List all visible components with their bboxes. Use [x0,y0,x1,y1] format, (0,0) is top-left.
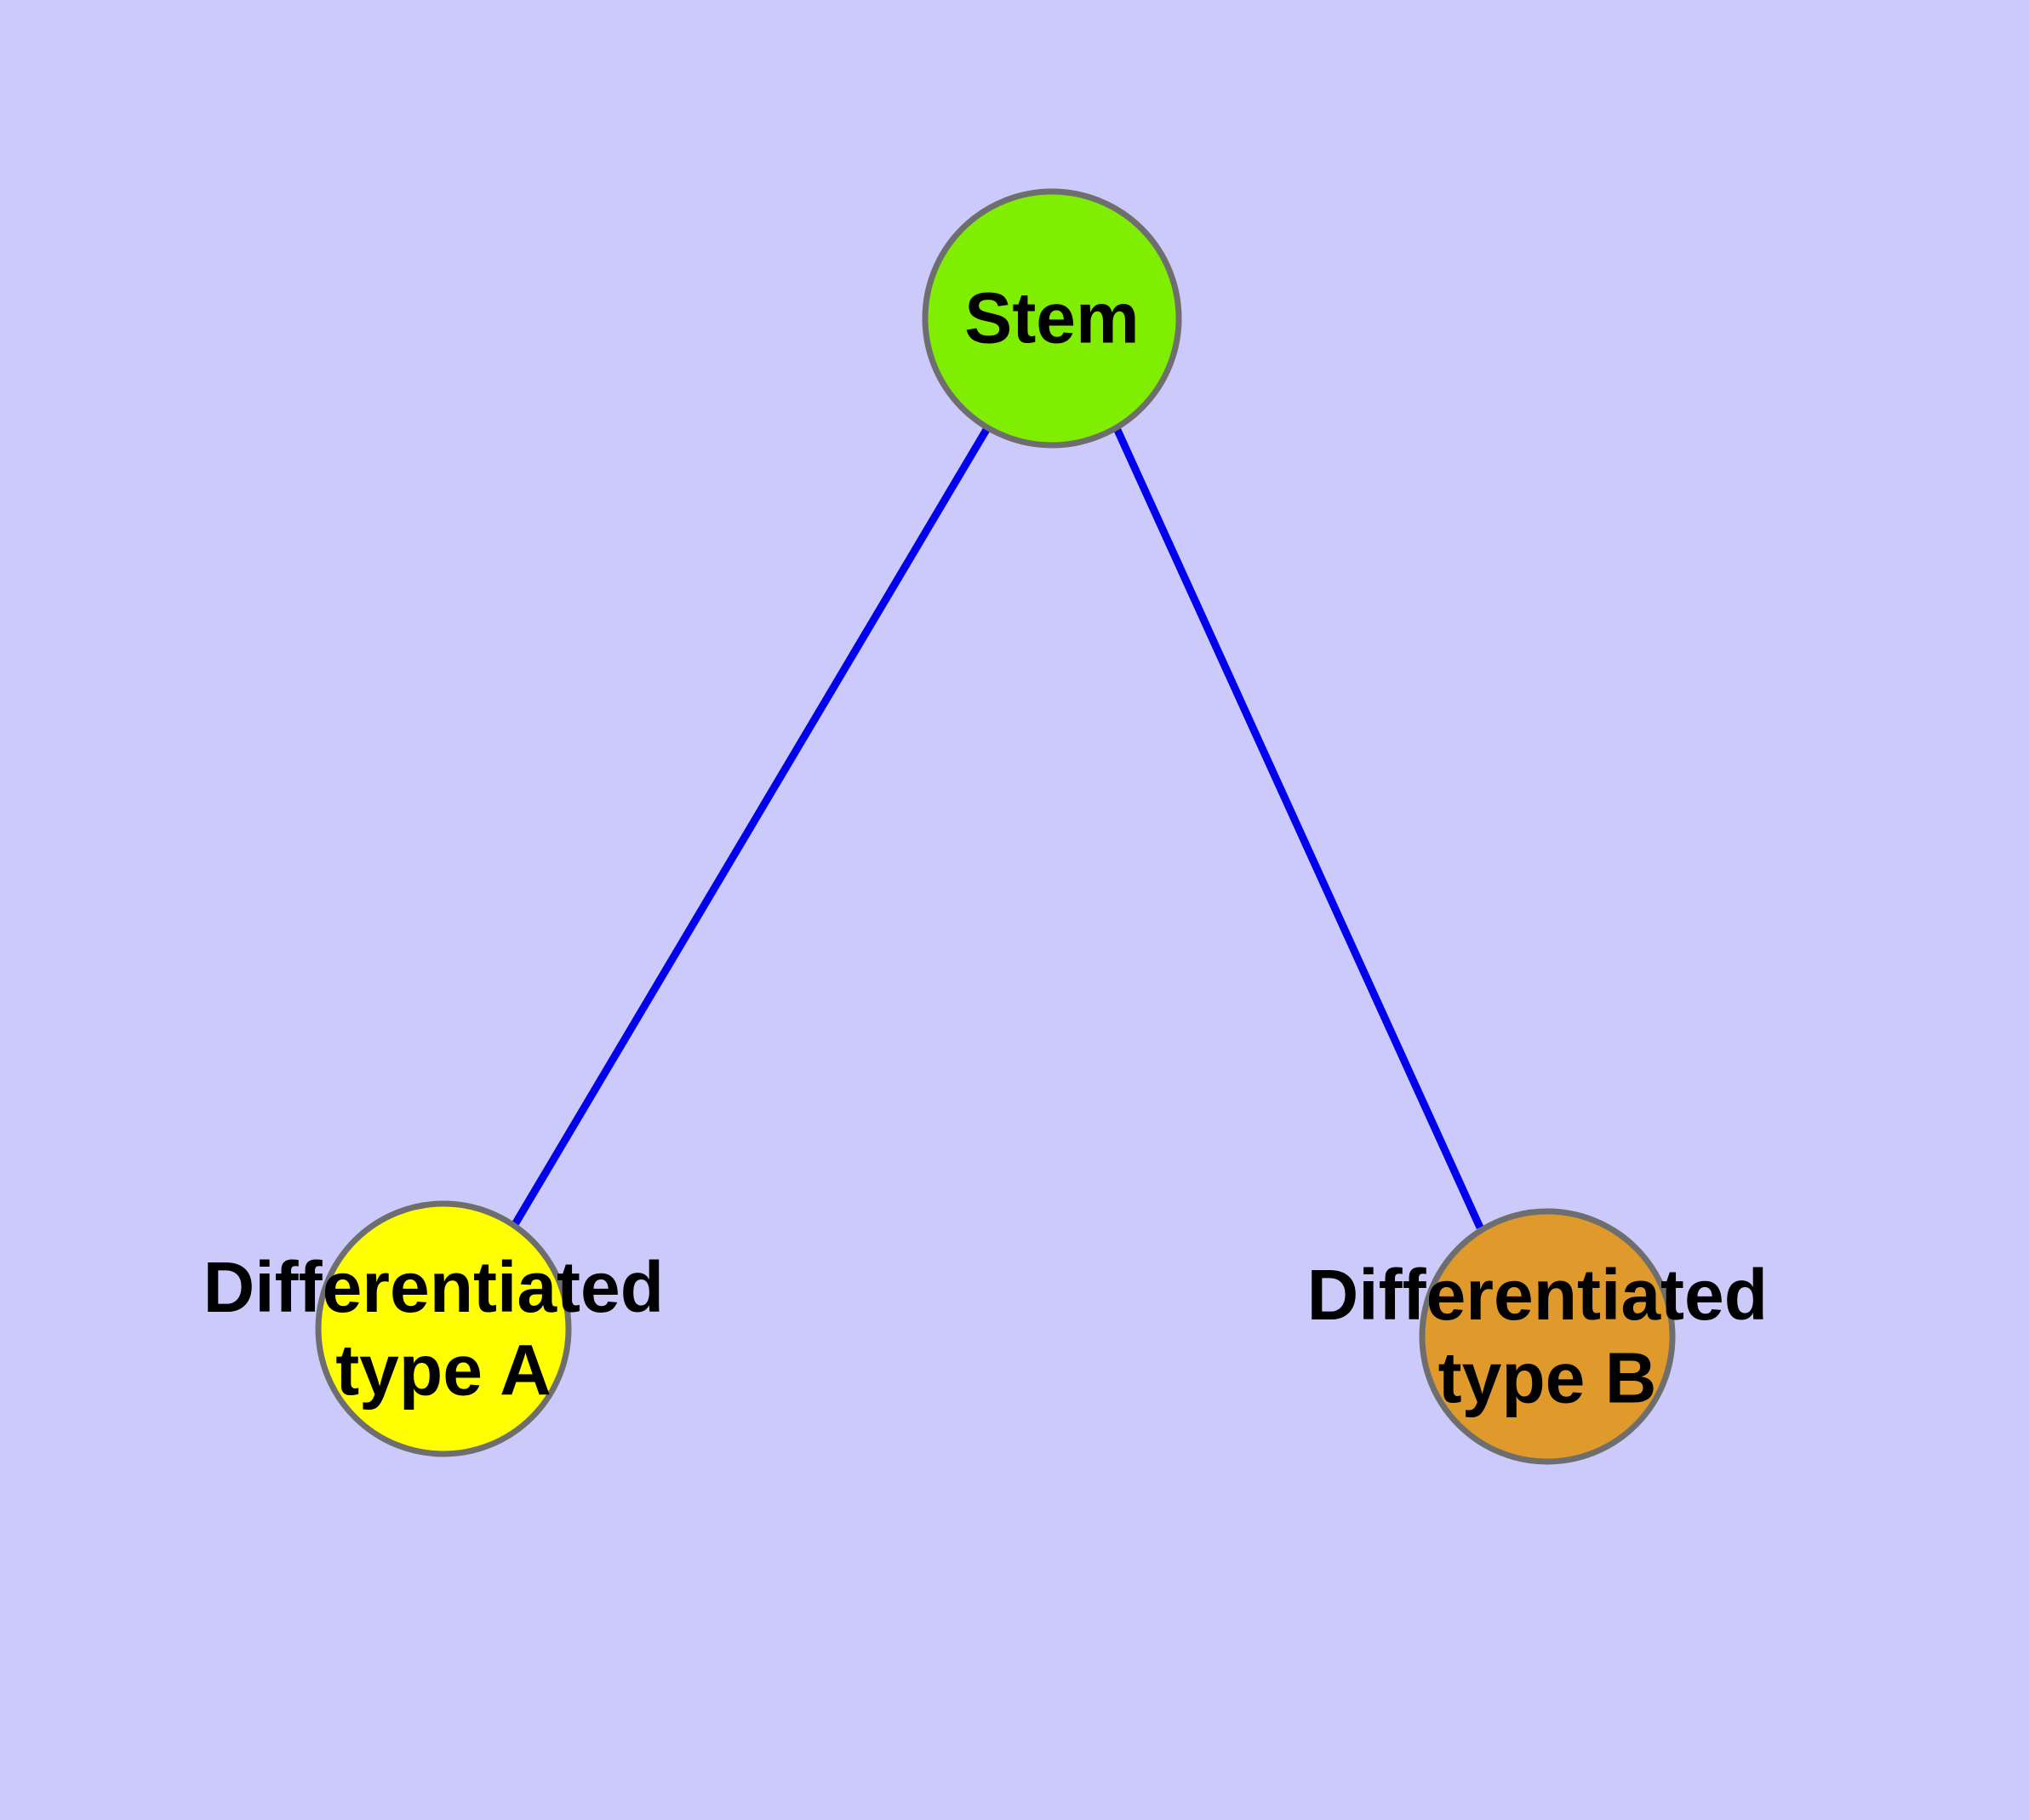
node-label-stem-line1: Stem [964,278,1139,358]
node-stem[interactable] [922,188,1182,449]
edge-stem-to-differentiated-type-a[interactable] [511,426,991,1228]
node-differentiated-type-a[interactable] [315,1200,572,1457]
label-layer: Stem Differentiated type A Differentiate… [203,278,1788,1418]
node-circle-stem[interactable] [922,188,1182,449]
node-differentiated-type-b[interactable] [1419,1208,1676,1465]
node-layer [315,188,1676,1465]
node-label-differentiated-type-a-line2: type A [335,1330,552,1410]
node-circle-differentiated-type-a[interactable] [315,1200,572,1457]
node-label-stem: Stem [964,278,1139,358]
node-label-differentiated-type-b-line1: Differentiated [1307,1255,1768,1335]
node-label-differentiated-type-b-line2: type B [1438,1337,1657,1417]
node-circle-differentiated-type-b[interactable] [1419,1208,1676,1465]
node-label-differentiated-type-b: Differentiated type B [1307,1255,1788,1417]
node-label-differentiated-type-a: Differentiated type A [203,1247,684,1410]
node-label-differentiated-type-a-line1: Differentiated [203,1247,664,1327]
edge-stem-to-differentiated-type-b[interactable] [1112,426,1484,1229]
edge-layer [511,426,1484,1229]
